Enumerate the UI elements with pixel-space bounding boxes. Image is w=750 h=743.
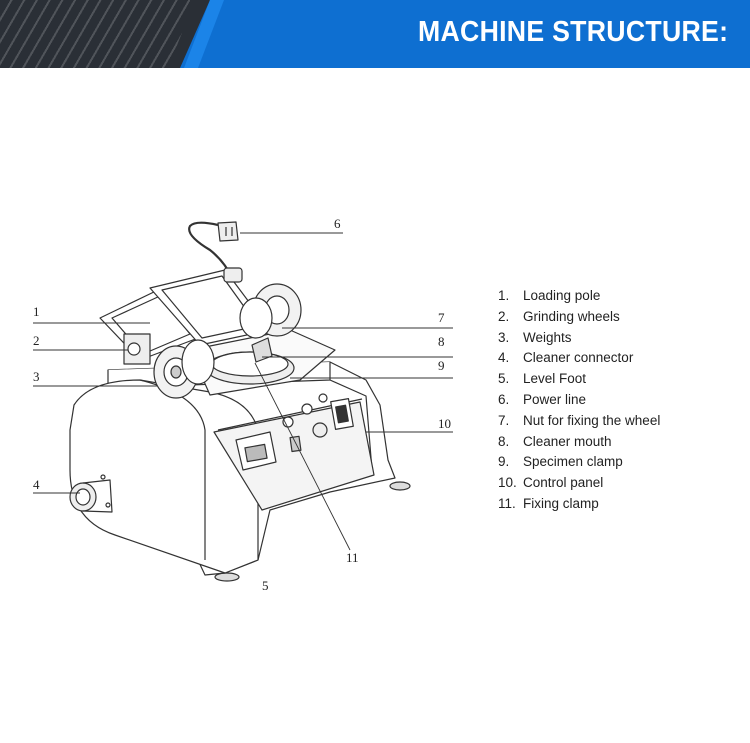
power-line (188, 221, 234, 279)
leader-line-11 (254, 362, 351, 551)
header-banner: MACHINE STRUCTURE: (0, 0, 750, 68)
power-plug (217, 221, 239, 242)
legend-label: Cleaner connector (523, 350, 634, 366)
legend-item: 7. Nut for fixing the wheel (498, 411, 662, 432)
legend-label: Fixing clamp (523, 495, 599, 511)
legend-item: 5. Level Foot (498, 369, 662, 390)
legend-number: 7. (498, 412, 510, 428)
header-dark-panel (0, 0, 210, 68)
legend-label: Specimen clamp (523, 454, 623, 470)
callout-9: 9 (438, 358, 445, 373)
callout-8: 8 (438, 334, 445, 349)
legend-number: 11. (498, 495, 516, 511)
callout-2: 2 (33, 333, 40, 348)
legend-number: 3. (498, 329, 510, 345)
legend-item: 10. Control panel (498, 473, 662, 494)
machine-diagram: 1 2 3 4 5 6 7 8 9 10 11 (0, 68, 750, 743)
legend-label: Cleaner mouth (523, 433, 612, 449)
legend-item: 9. Specimen clamp (498, 452, 662, 473)
legend-label: Grinding wheels (523, 308, 620, 324)
legend-number: 2. (498, 308, 510, 324)
motor-housing (69, 379, 259, 574)
legend-number: 5. (498, 371, 510, 387)
legend-item: 2. Grinding wheels (498, 307, 662, 328)
callout-5: 5 (262, 578, 269, 593)
legend-label: Control panel (523, 475, 604, 491)
callout-10: 10 (438, 416, 451, 431)
header-stripes (0, 0, 190, 68)
legend-number: 9. (498, 454, 510, 470)
cleaner-mouth (251, 337, 273, 363)
machine-drawing: 1 2 3 4 5 6 7 8 9 10 11 (33, 216, 453, 593)
legend-number: 1. (498, 288, 510, 303)
legend-label: Nut for fixing the wheel (523, 412, 661, 428)
legend-item: 1. Loading pole (498, 286, 662, 307)
legend-label: Weights (523, 329, 572, 345)
legend-label: Loading pole (523, 288, 601, 303)
callout-7: 7 (438, 310, 445, 325)
callout-3: 3 (33, 369, 40, 384)
level-foot-right (389, 481, 411, 491)
legend-number: 6. (498, 391, 510, 407)
legend-number: 10. (498, 475, 517, 491)
legend-number: 8. (498, 433, 510, 449)
callout-11: 11 (346, 550, 359, 565)
legend-item: 11. Fixing clamp (498, 494, 662, 515)
callout-4: 4 (33, 477, 40, 492)
parts-legend: 1. Loading pole 2. Grinding wheels 3. Weigh… (498, 286, 662, 515)
callout-1: 1 (33, 304, 40, 319)
level-foot-left (214, 572, 240, 582)
callout-6: 6 (334, 216, 341, 231)
legend-item: 4. Cleaner connector (498, 348, 662, 369)
legend-label: Level Foot (523, 371, 587, 387)
page-title: MACHINE STRUCTURE: (417, 16, 728, 48)
legend-item: 3. Weights (498, 328, 662, 349)
legend-label: Power line (523, 391, 587, 407)
legend-item: 6. Power line (498, 390, 662, 411)
legend-number: 4. (498, 350, 510, 366)
legend-item: 8. Cleaner mouth (498, 432, 662, 453)
